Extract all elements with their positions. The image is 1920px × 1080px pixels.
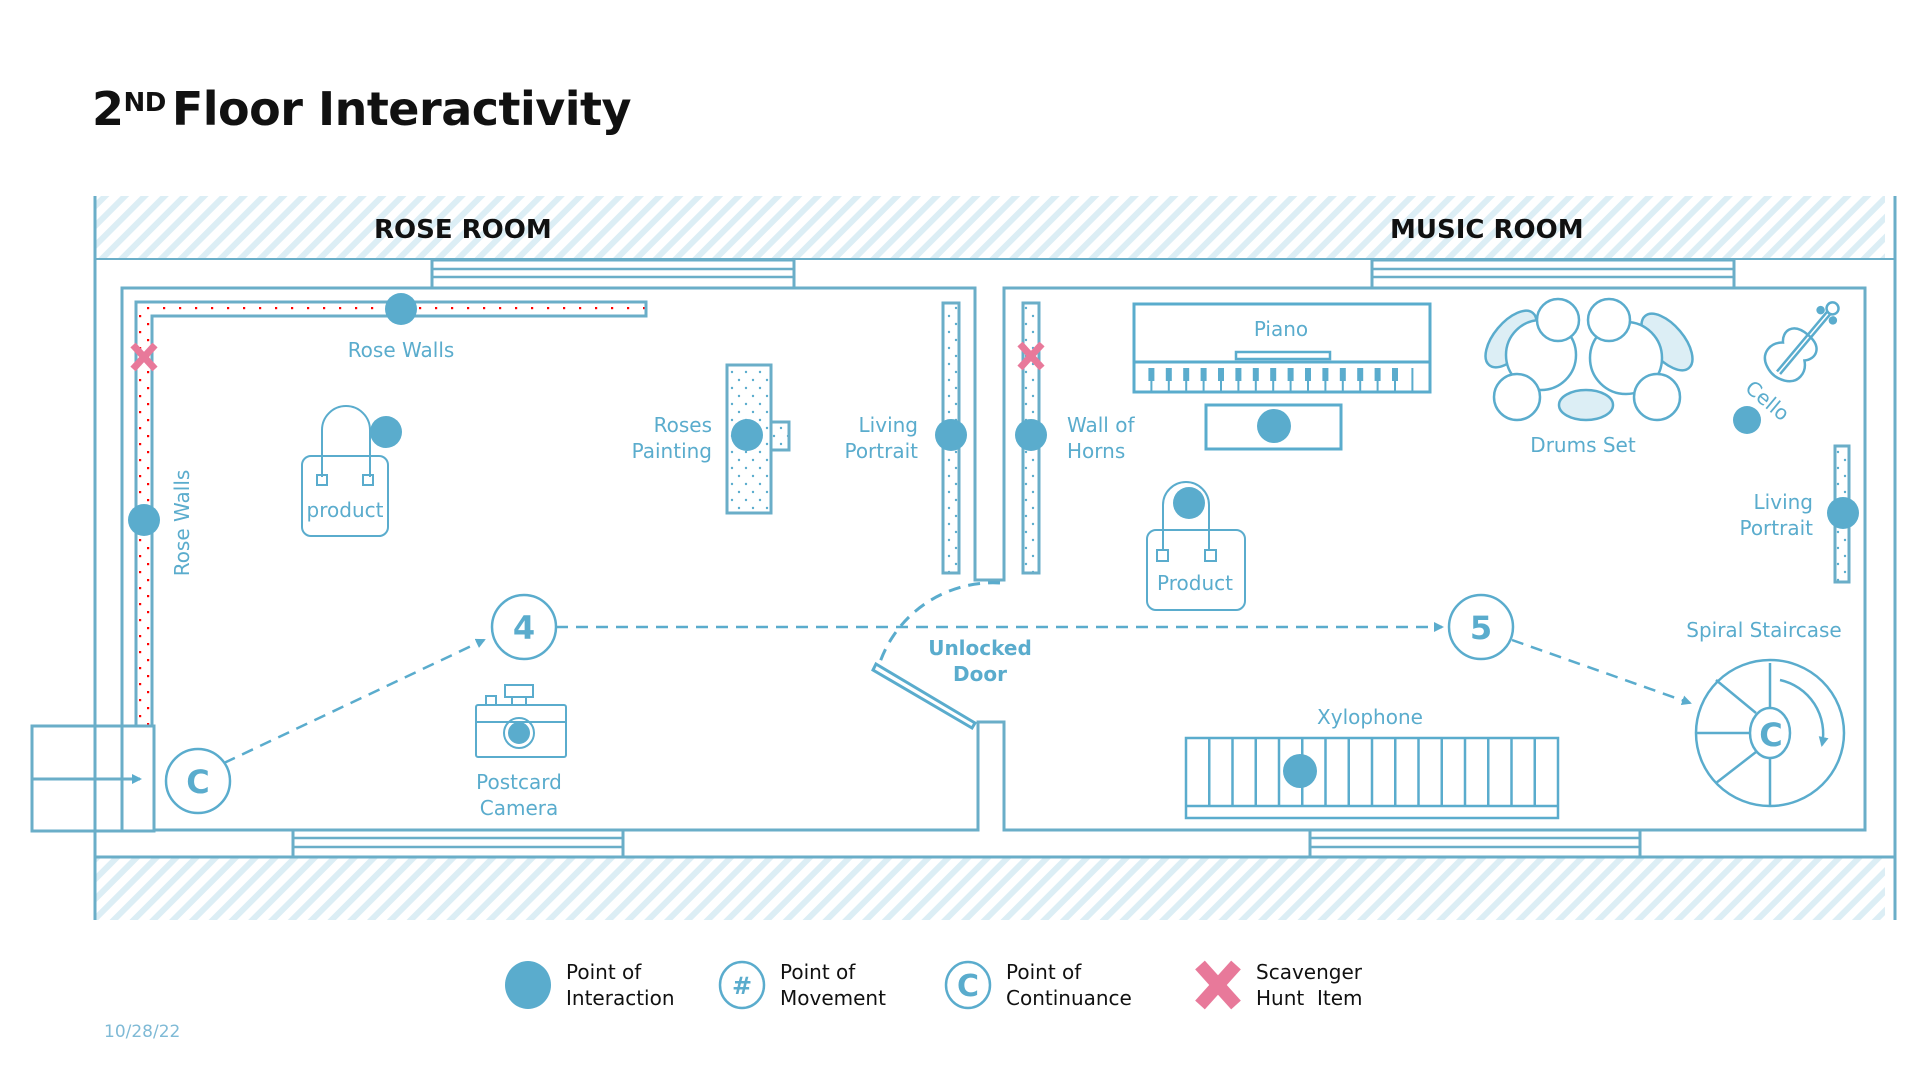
piano-black-key: [1339, 368, 1346, 381]
interaction-point-rose-walls-top[interactable]: [385, 293, 417, 325]
piano-black-key: [1305, 368, 1311, 381]
xylophone-icon: [1184, 736, 1560, 820]
window-rose-bottom: [291, 828, 625, 859]
drums-set-icon: [1484, 297, 1694, 422]
continuance-entry-label: C: [186, 763, 209, 801]
interaction-point-roses-painting[interactable]: [731, 419, 763, 451]
window-music-top: [1370, 258, 1736, 290]
product-bag-rose: [301, 405, 389, 537]
piano-black-key: [1183, 368, 1190, 381]
rose-room-walls: [120, 286, 1867, 832]
c-circle-icon: C: [944, 960, 992, 1010]
room-name-rose: ROSE ROOM: [374, 215, 552, 245]
window-rose-top: [430, 258, 796, 290]
interaction-point-living-portrait-left[interactable]: [935, 419, 967, 451]
label-postcard-camera-1: Postcard: [476, 770, 562, 794]
product-bag-music: [1146, 481, 1246, 611]
pink-x-icon: [1195, 960, 1241, 1010]
room-name-music: MUSIC ROOM: [1390, 215, 1584, 245]
hash-circle-icon: #: [718, 960, 766, 1010]
piano-black-key: [1252, 368, 1259, 381]
piano-black-key: [1322, 368, 1329, 381]
label-wall-of-horns-2: Horns: [1067, 439, 1125, 463]
label-spiral-staircase: Spiral Staircase: [1686, 618, 1841, 642]
label-living-portrait-left-2: Portrait: [844, 439, 918, 463]
movement-5-label: 5: [1470, 609, 1492, 647]
continuance-marker-entry[interactable]: [164, 747, 232, 815]
piano-black-key: [1374, 368, 1381, 381]
label-living-portrait-left-1: Living: [859, 413, 918, 437]
piano-black-key: [1357, 368, 1364, 381]
label-product-music: Product: [1157, 571, 1233, 595]
svg-text:#: #: [732, 972, 752, 1000]
label-roses-painting-1: Roses: [654, 413, 712, 437]
movement-path: [223, 622, 1692, 765]
interaction-point-product-music[interactable]: [1173, 487, 1205, 519]
piano-black-key: [1287, 368, 1294, 381]
movement-marker-4[interactable]: [490, 593, 558, 661]
label-rose-walls-top: Rose Walls: [348, 338, 455, 362]
label-unlocked-door-2: Door: [953, 662, 1007, 686]
rose-wall-strip: [134, 300, 648, 728]
label-piano: Piano: [1254, 317, 1308, 341]
label-unlocked-door-1: Unlocked: [928, 636, 1032, 660]
exterior-hatch-bottom: [95, 857, 1885, 920]
interaction-point-piano[interactable]: [1257, 409, 1291, 443]
piano-black-key: [1235, 368, 1242, 381]
interaction-point-living-portrait-right[interactable]: [1827, 497, 1859, 529]
date-label: 10/28/22: [104, 1022, 181, 1042]
window-music-bottom: [1308, 828, 1642, 859]
path-5-to-stairs: [1511, 638, 1692, 706]
movement-4-label: 4: [513, 609, 535, 647]
interaction-point-xylophone[interactable]: [1283, 754, 1317, 788]
cello-icon: [1763, 301, 1840, 383]
spiral-staircase-icon: [1694, 658, 1846, 808]
path-c-to-4: [223, 638, 486, 765]
label-drums-set: Drums Set: [1530, 433, 1636, 457]
label-living-portrait-right-1: Living: [1754, 490, 1813, 514]
piano-black-key: [1148, 368, 1155, 381]
unlocked-door: [871, 581, 1001, 731]
exterior-hatch-top: [95, 196, 1885, 259]
movement-marker-5[interactable]: [1447, 593, 1515, 661]
label-postcard-camera-2: Camera: [480, 796, 559, 820]
label-wall-of-horns-1: Wall of: [1067, 413, 1135, 437]
label-rose-walls-side: Rose Walls: [170, 470, 194, 577]
piano-black-key: [1165, 368, 1172, 381]
interaction-point-rose-walls-side[interactable]: [128, 504, 160, 536]
piano-black-key: [1270, 368, 1277, 381]
interaction-point-wall-of-horns[interactable]: [1015, 419, 1047, 451]
label-roses-painting-2: Painting: [632, 439, 712, 463]
label-product-rose: product: [307, 498, 384, 522]
filled-circle-icon: [505, 961, 551, 1009]
label-xylophone: Xylophone: [1317, 705, 1423, 729]
svg-text:C: C: [957, 969, 979, 1004]
piano-black-key: [1392, 368, 1398, 381]
postcard-camera-icon: [475, 684, 567, 758]
piano-black-key: [1218, 368, 1224, 381]
label-living-portrait-right-2: Portrait: [1739, 516, 1813, 540]
piano-icon: [1132, 302, 1432, 451]
piano-black-key: [1200, 368, 1207, 381]
scavenger-item-rose-wall[interactable]: [130, 342, 158, 372]
interaction-point-cello[interactable]: [1733, 406, 1761, 434]
interaction-point-product-rose[interactable]: [370, 416, 402, 448]
scavenger-item-wall-of-horns[interactable]: [1017, 341, 1045, 371]
continuance-stairs-label: C: [1759, 716, 1782, 754]
